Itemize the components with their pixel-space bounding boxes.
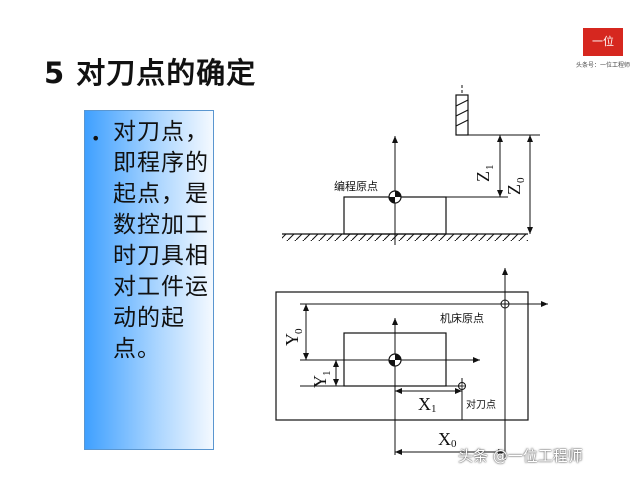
ground-hatch [282, 234, 528, 241]
z0-label: Z 0 [504, 177, 527, 195]
svg-text:X: X [418, 394, 431, 414]
machine-origin-label: 机床原点 [440, 311, 484, 325]
svg-text:0: 0 [293, 328, 305, 334]
side-view: 编程原点 Z 1 Z 0 [282, 85, 540, 245]
svg-text:0: 0 [515, 177, 527, 183]
svg-text:Z: Z [504, 184, 524, 195]
svg-text:Z: Z [473, 171, 493, 182]
bullet-text-box: • 对刀点，即程序的起点，是数控加工时刀具相对工件运动的起点。 [84, 110, 214, 450]
svg-text:1: 1 [431, 403, 437, 415]
svg-text:1: 1 [484, 165, 496, 171]
plan-view: 机床原点 对刀点 [275, 268, 548, 460]
page-title: 5 对刀点的确定 [44, 56, 257, 90]
y1-label: Y 1 [310, 371, 333, 389]
program-origin-label: 编程原点 [334, 179, 378, 193]
tool-setting-point-label: 对刀点 [466, 398, 496, 411]
svg-text:0: 0 [451, 438, 457, 450]
source-watermark: 头条 @一位工程师 [458, 447, 583, 465]
brand-logo: 一位 [583, 28, 623, 56]
svg-text:1: 1 [321, 371, 333, 377]
svg-text:Y: Y [310, 375, 330, 388]
bullet-text: 对刀点，即程序的起点，是数控加工时刀具相对工件运动的起点。 [113, 119, 209, 362]
x1-label: X 1 [418, 394, 437, 415]
z1-label: Z 1 [473, 165, 496, 183]
y0-label: Y 0 [282, 328, 305, 346]
svg-text:X: X [438, 429, 451, 449]
machine-table [275, 291, 529, 421]
x0-label: X 0 [438, 429, 457, 450]
brand-logo-subtitle: 头条号：一位工程师 [575, 62, 630, 69]
tool-body [455, 94, 469, 136]
svg-text:Y: Y [282, 333, 302, 346]
bullet-marker: • [91, 129, 101, 148]
